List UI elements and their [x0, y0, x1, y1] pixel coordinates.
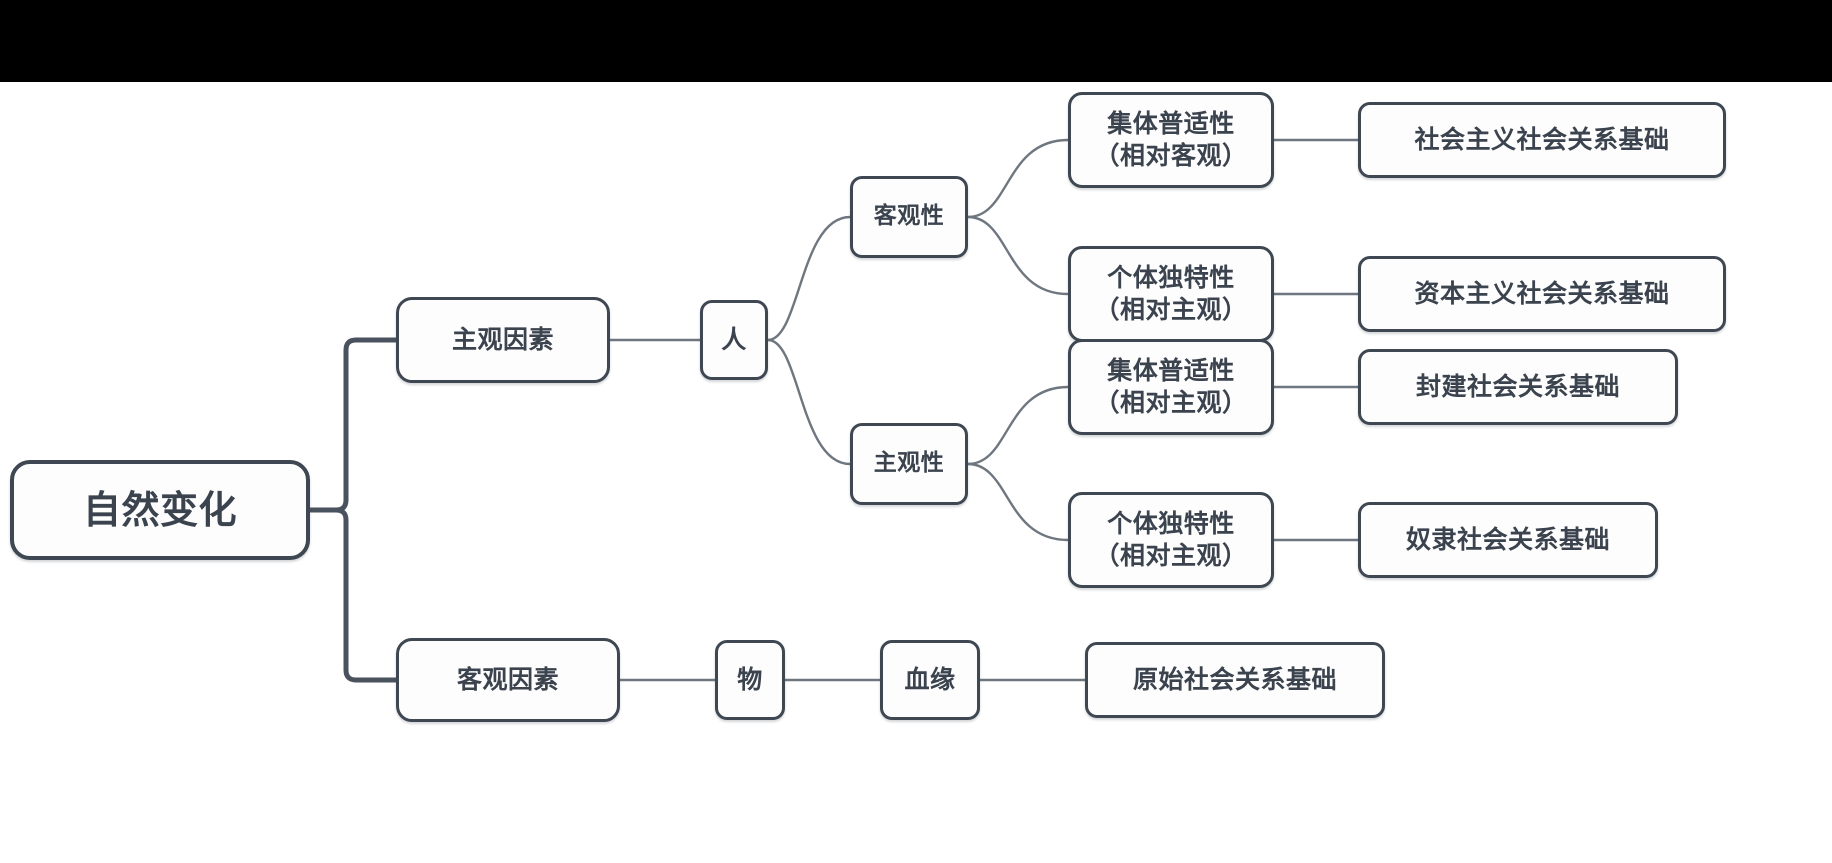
node-collective-universality-objective[interactable]: 集体普适性 （相对客观）: [1068, 92, 1274, 188]
node-subjective-factor[interactable]: 主观因素: [396, 297, 610, 383]
node-collective-universality-objective-label: 集体普适性 （相对客观）: [1094, 109, 1248, 170]
node-subjectivity[interactable]: 主观性: [850, 423, 968, 505]
edge-objectivity-to-collective-objective: [966, 138, 1070, 219]
node-capitalist-basis-label: 资本主义社会关系基础: [1414, 279, 1670, 308]
edge-objectivity-to-individual-subjective-1: [966, 215, 1070, 296]
node-matter[interactable]: 物: [715, 640, 785, 720]
node-objective-factor-label: 客观因素: [456, 665, 559, 694]
node-collective-universality-subjective-label: 集体普适性 （相对主观）: [1094, 356, 1248, 417]
node-bloodline-label: 血缘: [904, 665, 956, 694]
node-slave-basis-label: 奴隶社会关系基础: [1405, 525, 1610, 554]
node-person[interactable]: 人: [700, 300, 768, 380]
mindmap-canvas[interactable]: 自然变化 主观因素 客观因素 人 物 血缘 客观性 主观性 集体普适性 （相对客…: [0, 82, 1832, 863]
node-primitive-basis[interactable]: 原始社会关系基础: [1085, 642, 1385, 718]
node-feudal-basis[interactable]: 封建社会关系基础: [1358, 349, 1678, 425]
node-root-label: 自然变化: [82, 487, 237, 532]
node-individual-uniqueness-subjective-2-label: 个体独特性 （相对主观）: [1094, 509, 1248, 570]
node-individual-uniqueness-subjective-1[interactable]: 个体独特性 （相对主观）: [1068, 246, 1274, 342]
node-root[interactable]: 自然变化: [10, 460, 310, 560]
top-black-bar: [0, 0, 1832, 82]
node-objectivity-label: 客观性: [873, 203, 945, 230]
edge-person-to-subjectivity: [766, 338, 852, 466]
node-socialist-basis-label: 社会主义社会关系基础: [1414, 125, 1670, 154]
node-person-label: 人: [721, 325, 747, 354]
node-slave-basis[interactable]: 奴隶社会关系基础: [1358, 502, 1658, 578]
edge-root-to-subjective: [319, 337, 399, 513]
node-matter-label: 物: [737, 665, 763, 694]
node-collective-universality-subjective[interactable]: 集体普适性 （相对主观）: [1068, 339, 1274, 435]
edge-root-to-objective: [319, 507, 399, 683]
edge-person-to-objectivity: [766, 215, 852, 342]
node-socialist-basis[interactable]: 社会主义社会关系基础: [1358, 102, 1726, 178]
node-objective-factor[interactable]: 客观因素: [396, 638, 620, 722]
node-bloodline[interactable]: 血缘: [880, 640, 980, 720]
edge-subjectivity-to-individual-subjective-2: [966, 462, 1070, 542]
node-feudal-basis-label: 封建社会关系基础: [1415, 372, 1620, 401]
node-subjectivity-label: 主观性: [873, 450, 945, 477]
node-individual-uniqueness-subjective-2[interactable]: 个体独特性 （相对主观）: [1068, 492, 1274, 588]
node-subjective-factor-label: 主观因素: [451, 325, 554, 354]
node-individual-uniqueness-subjective-1-label: 个体独特性 （相对主观）: [1094, 263, 1248, 324]
edge-subjectivity-to-collective-subjective: [966, 385, 1070, 466]
node-objectivity[interactable]: 客观性: [850, 176, 968, 258]
node-primitive-basis-label: 原始社会关系基础: [1132, 665, 1337, 694]
node-capitalist-basis[interactable]: 资本主义社会关系基础: [1358, 256, 1726, 332]
